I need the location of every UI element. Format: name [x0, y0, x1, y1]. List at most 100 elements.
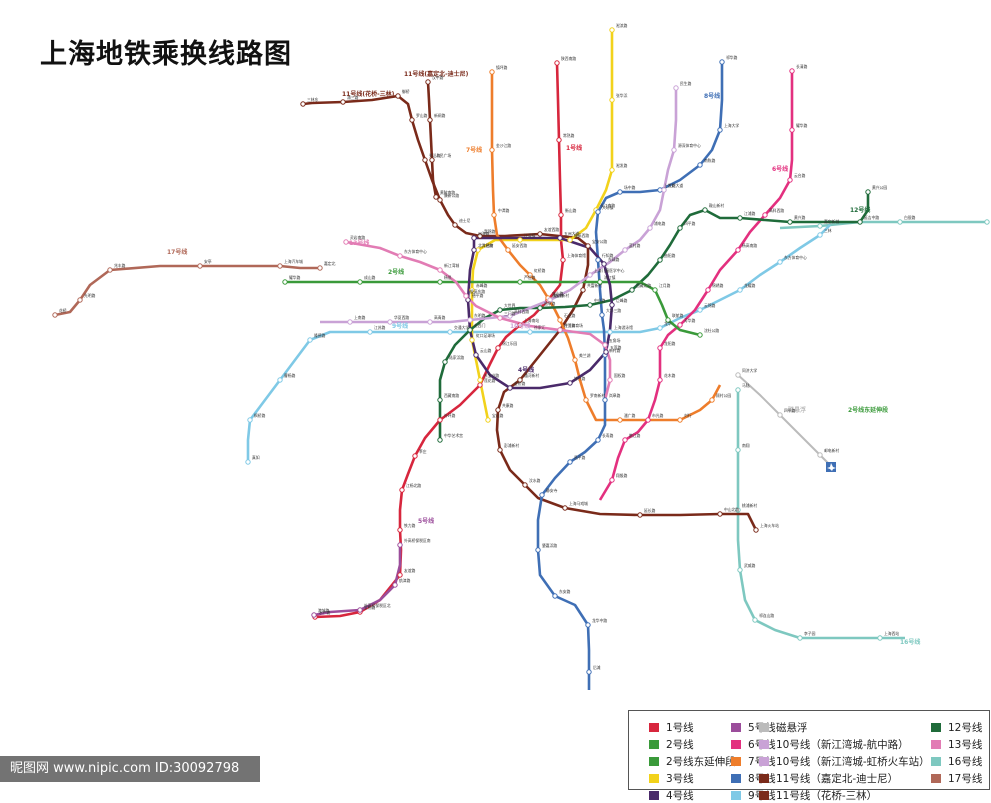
station-dot[interactable] [753, 527, 759, 533]
station-dot[interactable] [477, 377, 483, 383]
station-dot[interactable] [595, 209, 601, 215]
station-dot[interactable] [657, 377, 663, 383]
station-dot[interactable] [463, 293, 469, 299]
station-dot[interactable] [317, 265, 323, 271]
station-dot[interactable] [560, 257, 566, 263]
station-dot[interactable] [645, 417, 651, 423]
station-dot[interactable] [347, 319, 353, 325]
station-dot[interactable] [567, 459, 573, 465]
station-dot[interactable] [735, 372, 741, 378]
station-dot[interactable] [517, 237, 523, 243]
station-dot[interactable] [586, 669, 592, 675]
station-dot[interactable] [595, 437, 601, 443]
station-dot[interactable] [537, 305, 543, 311]
station-dot[interactable] [705, 287, 711, 293]
station-dot[interactable] [567, 380, 573, 386]
station-dot[interactable] [397, 542, 403, 548]
station-dot[interactable] [277, 377, 283, 383]
station-dot[interactable] [467, 317, 473, 323]
station-dot[interactable] [399, 487, 405, 493]
station-dot[interactable] [517, 279, 523, 285]
station-dot[interactable] [877, 635, 883, 641]
station-dot[interactable] [247, 417, 253, 423]
station-dot[interactable] [735, 247, 741, 253]
station-dot[interactable] [489, 69, 495, 75]
station-dot[interactable] [603, 349, 609, 355]
station-dot[interactable] [817, 223, 823, 229]
station-dot[interactable] [469, 337, 475, 343]
station-dot[interactable] [491, 212, 497, 218]
station-dot[interactable] [661, 187, 667, 193]
station-dot[interactable] [617, 189, 623, 195]
station-dot[interactable] [567, 237, 573, 243]
station-dot[interactable] [657, 325, 663, 331]
station-dot[interactable] [357, 607, 363, 613]
station-dot[interactable] [397, 253, 403, 259]
station-dot[interactable] [557, 235, 563, 241]
station-dot[interactable] [517, 322, 523, 328]
station-dot[interactable] [585, 243, 591, 249]
station-dot[interactable] [343, 239, 349, 245]
station-dot[interactable] [787, 219, 793, 225]
station-dot[interactable] [697, 307, 703, 313]
station-dot[interactable] [671, 147, 677, 153]
station-dot[interactable] [762, 212, 768, 218]
station-dot[interactable] [735, 447, 741, 453]
station-dot[interactable] [467, 327, 473, 333]
station-dot[interactable] [469, 287, 475, 293]
station-dot[interactable] [587, 302, 593, 308]
station-dot[interactable] [77, 297, 83, 303]
station-dot[interactable] [442, 359, 448, 365]
station-dot[interactable] [471, 235, 477, 241]
station-dot[interactable] [277, 263, 283, 269]
station-dot[interactable] [477, 382, 483, 388]
station-dot[interactable] [471, 247, 477, 253]
station-dot[interactable] [554, 60, 560, 66]
station-dot[interactable] [437, 397, 443, 403]
station-dot[interactable] [425, 79, 431, 85]
station-dot[interactable] [697, 332, 703, 338]
station-dot[interactable] [397, 527, 403, 533]
station-dot[interactable] [735, 507, 741, 513]
station-dot[interactable] [717, 127, 723, 133]
station-dot[interactable] [735, 387, 741, 393]
station-dot[interactable] [485, 417, 491, 423]
station-dot[interactable] [585, 622, 591, 628]
station-dot[interactable] [477, 233, 483, 239]
station-dot[interactable] [587, 272, 593, 278]
station-dot[interactable] [505, 247, 511, 253]
station-dot[interactable] [787, 177, 793, 183]
station-dot[interactable] [557, 327, 563, 333]
station-dot[interactable] [789, 68, 795, 74]
station-dot[interactable] [597, 279, 603, 285]
station-dot[interactable] [307, 337, 313, 343]
station-dot[interactable] [609, 97, 615, 103]
station-dot[interactable] [647, 225, 653, 231]
station-dot[interactable] [429, 157, 435, 163]
station-dot[interactable] [340, 99, 346, 105]
station-dot[interactable] [497, 315, 503, 321]
station-dot[interactable] [622, 437, 628, 443]
station-dot[interactable] [311, 612, 317, 618]
station-dot[interactable] [709, 397, 715, 403]
station-dot[interactable] [357, 279, 363, 285]
station-dot[interactable] [107, 267, 113, 273]
station-dot[interactable] [387, 319, 393, 325]
station-dot[interactable] [427, 319, 433, 325]
station-dot[interactable] [697, 162, 703, 168]
station-dot[interactable] [452, 222, 458, 228]
station-dot[interactable] [473, 352, 479, 358]
station-dot[interactable] [395, 93, 401, 99]
station-dot[interactable] [897, 219, 903, 225]
station-dot[interactable] [433, 194, 439, 200]
station-dot[interactable] [437, 267, 443, 273]
station-dot[interactable] [673, 85, 679, 91]
station-dot[interactable] [495, 407, 501, 413]
station-dot[interactable] [665, 317, 671, 323]
station-dot[interactable] [984, 219, 990, 225]
station-dot[interactable] [601, 261, 607, 267]
station-dot[interactable] [557, 317, 563, 323]
station-dot[interactable] [562, 505, 568, 511]
station-dot[interactable] [497, 447, 503, 453]
station-dot[interactable] [412, 453, 418, 459]
